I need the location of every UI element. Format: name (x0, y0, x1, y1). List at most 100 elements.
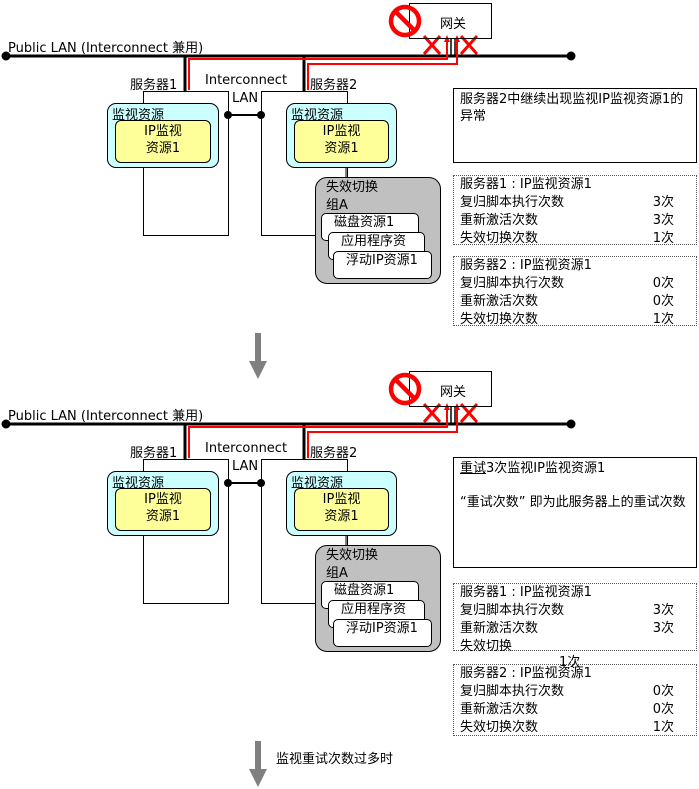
counter-value: 0次 (652, 684, 674, 699)
floating-ip-resource: 浮动IP资源1 (333, 251, 432, 279)
counter-header: 服务器1 : IP监视资源1 (460, 585, 592, 600)
counter-value: 0次 (652, 276, 674, 291)
message-body: “重试次数” 即为此服务器上的重试次数 (460, 495, 686, 510)
ip-monitor-label: 资源1 (145, 509, 181, 524)
counter-value: 1次 (652, 720, 674, 735)
scenario-panel: 网关 Public LAN (Interconnect 兼用) 服务器1 服务器… (0, 368, 699, 736)
server2-label: 服务器2 (310, 446, 358, 461)
counter-value: 0次 (652, 702, 674, 717)
counter-label: 重新激活次数 (460, 213, 539, 228)
counter-box-server2: 服务器2 : IP监视资源1 复归脚本执行次数 0次 重新激活次数 0次 失效切换次… (453, 256, 697, 329)
counter-label: 失效切换次数 (460, 720, 539, 735)
monitor-resource-server1: 监视资源 IP监视资源1 (107, 471, 219, 536)
monitor-resource-label: 监视资源 (112, 108, 165, 123)
counter-label: 复归脚本执行次数 (460, 684, 565, 699)
error-x-icon (422, 35, 442, 55)
counter-row: 复归脚本执行次数 0次 (460, 683, 690, 701)
monitor-resource-label: 监视资源 (112, 476, 165, 491)
monitor-resource-server1: 监视资源 IP监视资源1 (107, 103, 219, 168)
prohibited-icon (388, 4, 422, 42)
monitor-resource-server2: 监视资源 IP监视资源1 (286, 471, 397, 536)
failover-group: 失效切换组A 磁盘资源1 应用程序资 浮动IP资源1 (315, 177, 441, 284)
interconnect-label: Interconnect (205, 441, 288, 456)
counter-header: 服务器2 : IP监视资源1 (460, 258, 592, 273)
failover-group: 失效切换组A 磁盘资源1 应用程序资 浮动IP资源1 (315, 545, 441, 652)
ip-monitor-resource: IP监视资源1 (294, 488, 389, 531)
failover-group-label: 失效切换 (326, 548, 379, 563)
failover-group-label: 组A (326, 566, 348, 581)
prohibited-icon (388, 372, 422, 410)
ip-monitor-resource: IP监视资源1 (294, 120, 389, 163)
down-arrow-icon (249, 333, 267, 383)
ip-monitor-label: 资源1 (145, 141, 181, 156)
counter-value: 0次 (652, 294, 674, 309)
ip-monitor-label: IP监视 (144, 124, 182, 139)
message-underlined: 重试 (460, 461, 487, 476)
ip-monitor-label: IP监视 (144, 492, 182, 507)
counter-row: 重新激活次数 3次 (460, 212, 690, 230)
gateway-box: 网关 (409, 3, 492, 39)
lan-label: LAN (232, 91, 259, 106)
network-lines (1, 35, 576, 178)
error-x-icon (422, 403, 442, 423)
error-x-icon (459, 35, 479, 55)
counter-value: 3次 (652, 603, 674, 618)
counter-row: 重新激活次数 3次 (460, 620, 690, 638)
ip-monitor-label: IP监视 (322, 124, 361, 139)
ip-monitor-label: 资源1 (324, 509, 359, 524)
lan-label: LAN (232, 459, 259, 474)
counter-label: 重新激活次数 (460, 702, 539, 717)
counter-label: 失效切换 (460, 639, 513, 654)
counter-row: 失效切换次数 1次 (460, 719, 690, 737)
message-title: 3次监视IP监视资源1 (486, 461, 606, 476)
floating-ip-resource: 浮动IP资源1 (333, 619, 432, 647)
status-message-box: 服务器2中继续出现监视IP监视资源1的异常 (453, 88, 697, 163)
message-title: 服务器2中继续出现监视IP监视资源1的异常 (460, 92, 684, 124)
counter-value: 3次 (652, 195, 674, 210)
failover-group-label: 组A (326, 198, 348, 213)
counter-value: 3次 (652, 621, 674, 636)
ip-monitor-resource: IP监视资源1 (115, 120, 211, 163)
counter-label: 失效切换次数 (460, 312, 539, 327)
monitor-resource-server2: 监视资源 IP监视资源1 (286, 103, 397, 168)
counter-label: 重新激活次数 (460, 294, 539, 309)
counter-row: 复归脚本执行次数 0次 (460, 275, 690, 293)
counter-value: 1次 (652, 231, 674, 246)
counter-overflow-value: 1次 (559, 655, 581, 670)
ip-monitor-label: IP监视 (322, 492, 361, 507)
gateway-label: 网关 (440, 17, 467, 32)
counter-box-server1: 服务器1 : IP监视资源1 复归脚本执行次数 3次 重新激活次数 3次 失效切换次… (453, 175, 697, 248)
server2-label: 服务器2 (310, 78, 358, 93)
interconnect-label: Interconnect (205, 73, 288, 88)
down-arrow-icon (249, 741, 267, 789)
counter-row: 失效切换次数 1次 (460, 230, 690, 248)
error-x-icon (459, 403, 479, 423)
gateway-label: 网关 (440, 385, 467, 400)
ip-monitor-resource: IP监视资源1 (115, 488, 211, 531)
counter-label: 重新激活次数 (460, 621, 539, 636)
counter-label: 复归脚本执行次数 (460, 276, 565, 291)
counter-header: 服务器2 : IP监视资源1 (460, 666, 592, 681)
monitor-resource-label: 监视资源 (291, 476, 344, 491)
monitor-resource-label: 监视资源 (291, 108, 344, 123)
failover-group-label: 失效切换 (326, 180, 379, 195)
counter-box-server2: 服务器2 : IP监视资源1 复归脚本执行次数 0次 重新激活次数 0次 失效切换次… (453, 664, 697, 736)
counter-row: 复归脚本执行次数 3次 (460, 194, 690, 212)
bottom-arrow-label: 监视重试次数过多时 (276, 752, 394, 767)
counter-header: 服务器1 : IP监视资源1 (460, 177, 592, 192)
counter-row: 重新激活次数 0次 (460, 701, 690, 719)
counter-value: 3次 (652, 213, 674, 228)
status-message-box: 重试3次监视IP监视资源1 “重试次数” 即为此服务器上的重试次数 (453, 457, 697, 568)
server1-label: 服务器1 (130, 78, 178, 93)
counter-label: 复归脚本执行次数 (460, 195, 565, 210)
scenario-panel: 网关 Public LAN (Interconnect 兼用) 服务器1 服务器… (0, 0, 699, 340)
counter-label: 失效切换次数 (460, 231, 539, 246)
counter-row: 失效切换 (460, 638, 690, 656)
server1-label: 服务器1 (130, 446, 178, 461)
public-lan-label: Public LAN (Interconnect 兼用) (8, 41, 204, 56)
counter-row: 重新激活次数 0次 (460, 293, 690, 311)
